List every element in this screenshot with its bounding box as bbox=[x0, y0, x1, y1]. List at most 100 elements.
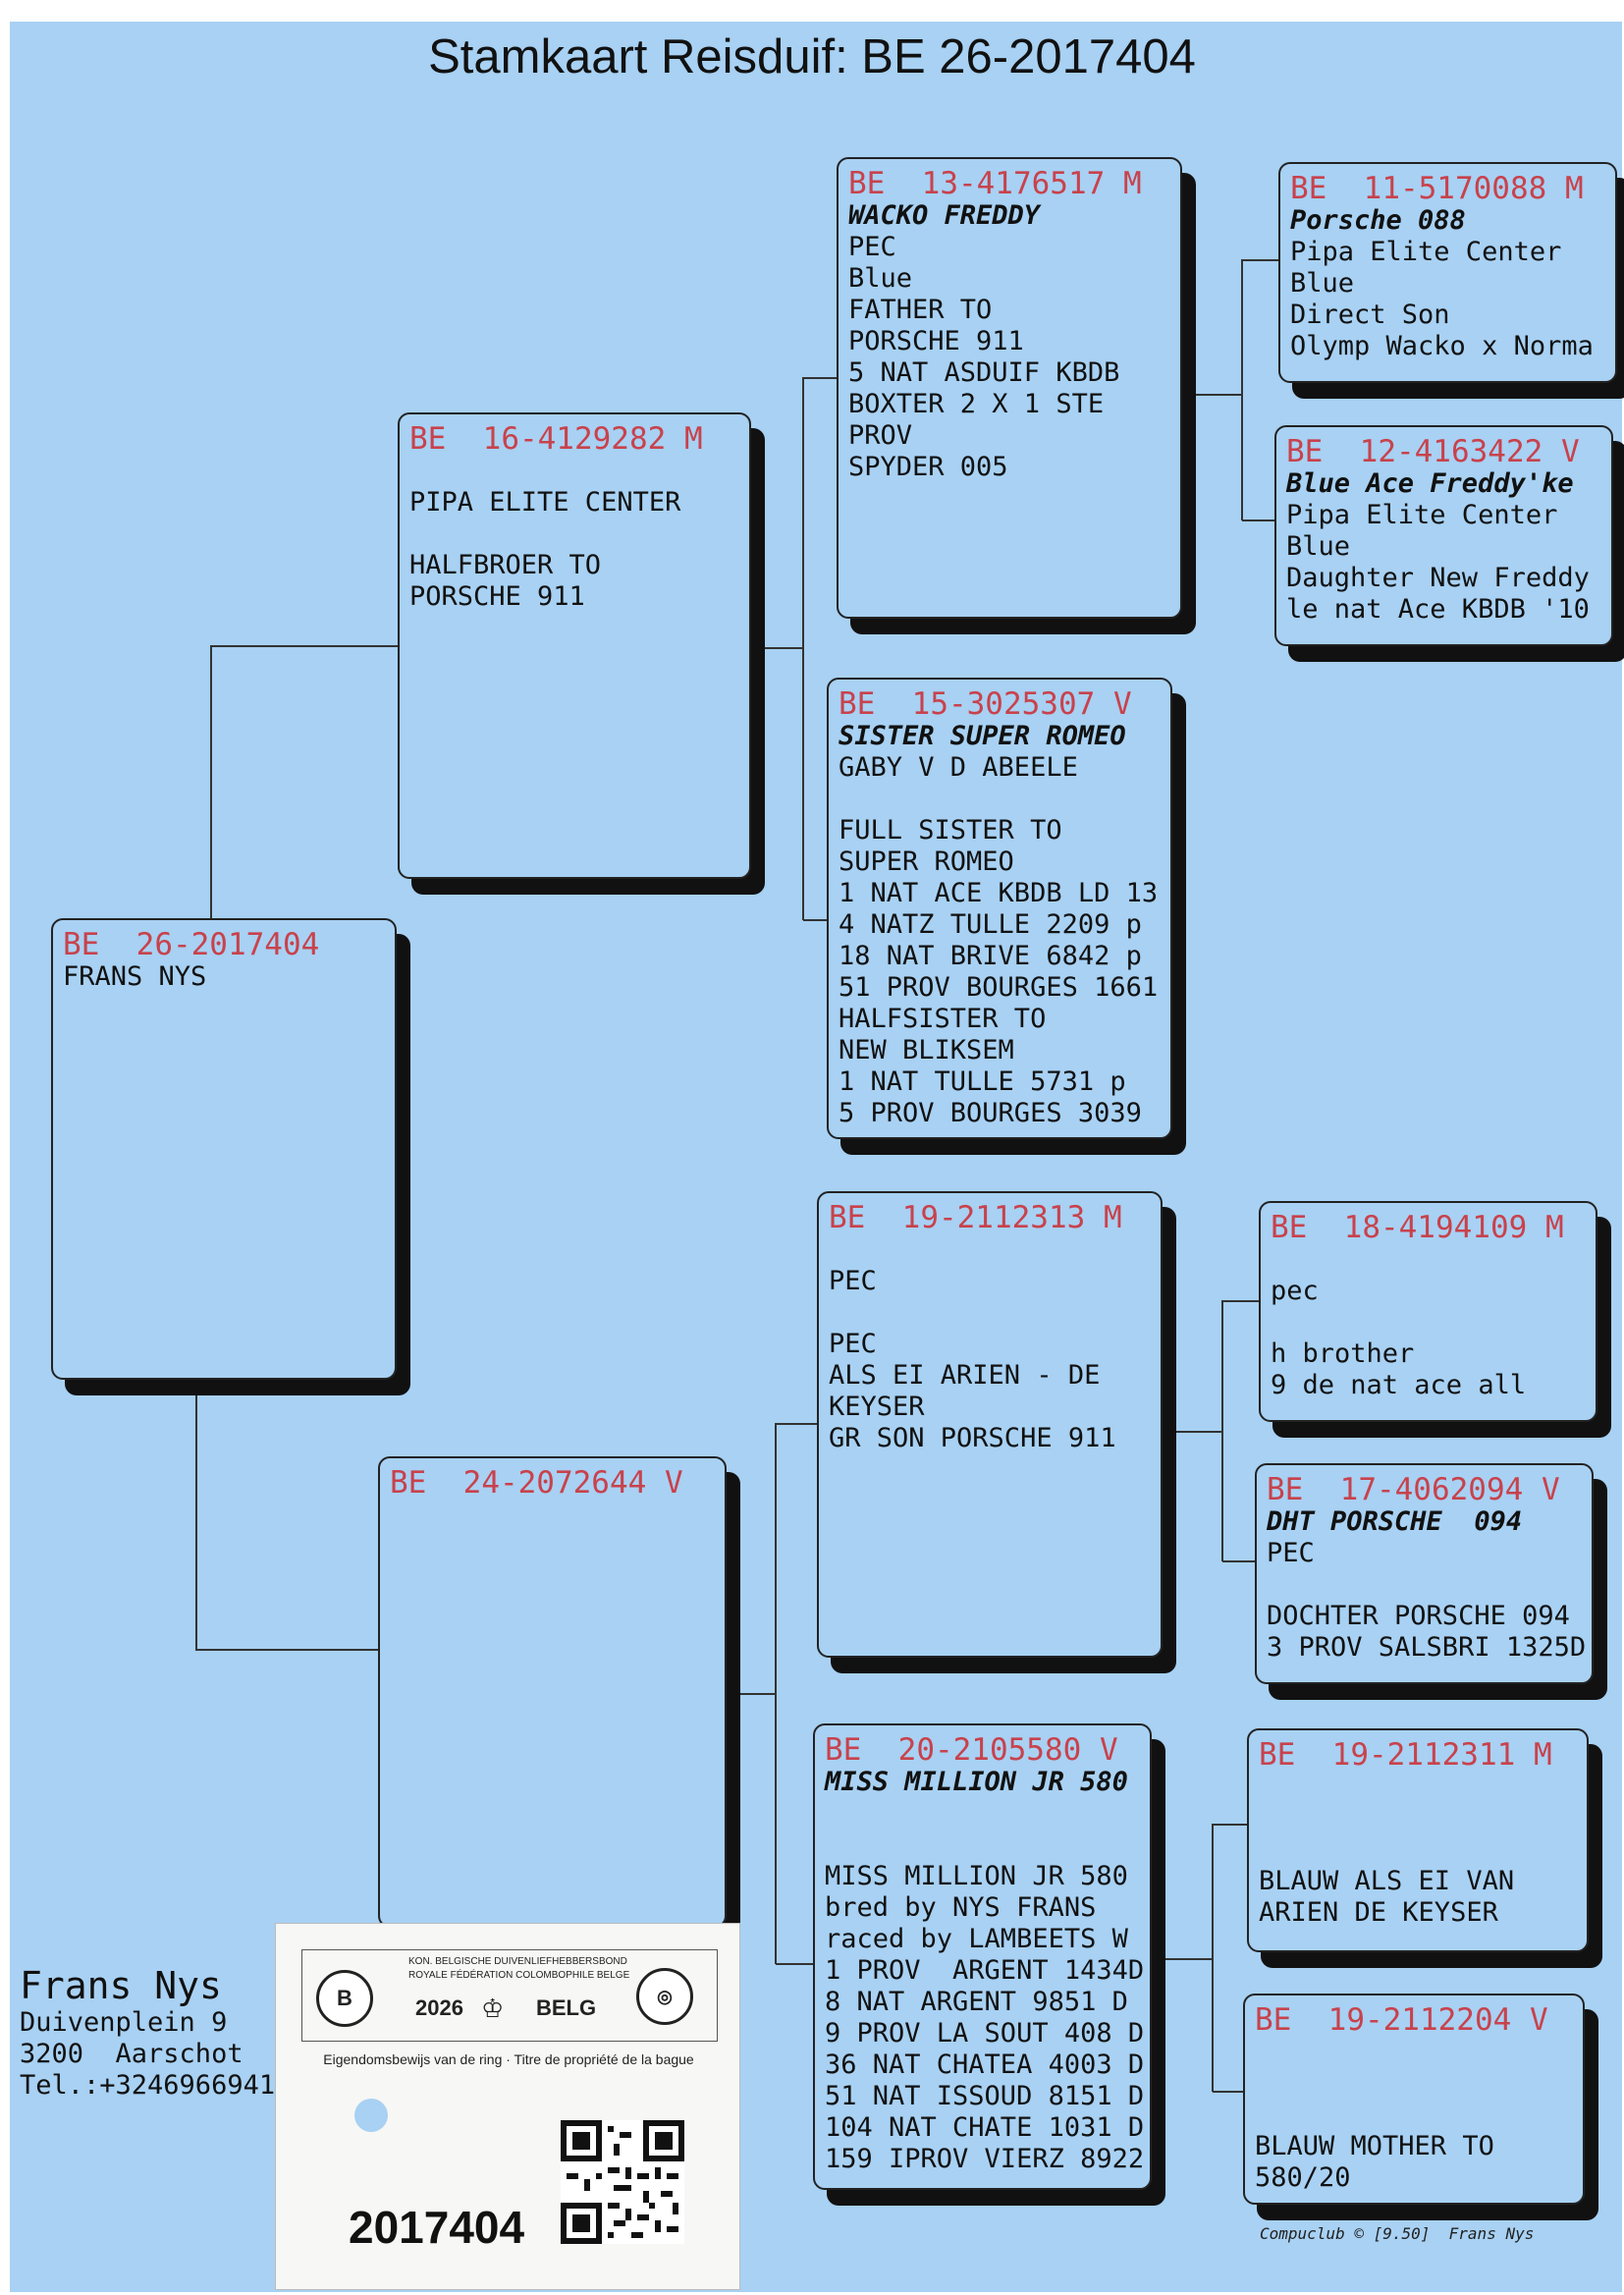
card-line: 159 IPROV VIERZ 8922 bbox=[825, 2144, 1145, 2174]
card-lines: pec h brother 9 de nat ace all bbox=[1271, 1244, 1586, 1401]
card-line: le nat Ace KBDB '10 bbox=[1286, 594, 1590, 625]
pedigree-card-ss-dam[interactable]: BE 12-4163422 V Blue Ace Freddy'ke Pipa … bbox=[1274, 425, 1613, 646]
card-line: h brother bbox=[1271, 1339, 1415, 1369]
card-line bbox=[1259, 1803, 1577, 1834]
card-line: PEC bbox=[848, 232, 896, 262]
card-line: 1 NAT ACE KBDB LD 13 bbox=[839, 878, 1159, 908]
pedigree-card-dam-dam[interactable]: BE 20-2105580 V MISS MILLION JR 580 MISS… bbox=[813, 1723, 1152, 2190]
card-line: Pipa Elite Center bbox=[1286, 500, 1558, 530]
card-line: FULL SISTER TO bbox=[839, 815, 1062, 846]
pedigree-card-dam[interactable]: BE 24-2072644 V bbox=[378, 1456, 727, 1928]
ring-number: BE 12-4163422 V bbox=[1286, 434, 1580, 469]
card-line bbox=[1259, 1772, 1577, 1803]
certificate-header: B KON. BELGISCHE DUIVENLIEFHEBBERSBOND R… bbox=[301, 1949, 718, 2042]
ring-number: BE 13-4176517 M bbox=[848, 166, 1142, 201]
card-line bbox=[1255, 2068, 1573, 2100]
card-line bbox=[1267, 1569, 1582, 1601]
card-lines: FRANS NYS bbox=[63, 961, 385, 993]
card-line bbox=[1255, 2100, 1573, 2131]
card-line bbox=[839, 784, 1161, 815]
pigeon-name: WACKO FREDDY bbox=[848, 200, 1041, 231]
pedigree-card-dam-sire[interactable]: BE 19-2112313 M PEC PEC ALS EI ARIEN - D… bbox=[817, 1191, 1163, 1658]
pedigree-card-dd-sire[interactable]: BE 19-2112311 M BLAUW ALS EI VAN ARIEN D… bbox=[1247, 1728, 1589, 1952]
card-line: GABY V D ABEELE bbox=[839, 752, 1078, 783]
pigeon-name: MISS MILLION JR 580 bbox=[825, 1767, 1128, 1797]
certificate-property-title: Eigendomsbewijs van de ring · Titre de p… bbox=[323, 2051, 694, 2067]
card-lines: Pipa Elite Center Blue Daughter New Fred… bbox=[1286, 500, 1601, 626]
card-line: 1 NAT TULLE 5731 p bbox=[839, 1066, 1126, 1097]
card-line: 5 PROV BOURGES 3039 bbox=[839, 1098, 1142, 1128]
card-line: Daughter New Freddy bbox=[1286, 563, 1590, 593]
card-line: DOCHTER PORSCHE 094 bbox=[1267, 1601, 1570, 1631]
ring-number: BE 20-2105580 V bbox=[825, 1732, 1118, 1768]
pedigree-card-dd-dam[interactable]: BE 19-2112204 V BLAUW MOTHER TO 580/20 bbox=[1243, 1994, 1585, 2205]
ring-number: BE 24-2072644 V bbox=[390, 1465, 683, 1501]
ring-number: BE 16-4129282 M bbox=[409, 421, 703, 457]
ring-number: BE 19-2112313 M bbox=[829, 1200, 1122, 1235]
pedigree-card-sire-dam[interactable]: BE 15-3025307 V SISTER SUPER ROMEO GABY … bbox=[827, 678, 1172, 1139]
ring-number: BE 19-2112311 M bbox=[1259, 1737, 1552, 1773]
pedigree-card-sire[interactable]: BE 16-4129282 M PIPA ELITE CENTER HALFBR… bbox=[398, 412, 751, 879]
card-line bbox=[1271, 1244, 1586, 1276]
pigeon-name: DHT PORSCHE 094 bbox=[1267, 1506, 1523, 1537]
connector-sire-parents bbox=[751, 377, 837, 649]
card-line: 3 PROV SALSBRI 1325D bbox=[1267, 1632, 1587, 1663]
card-line: BLAUW ALS EI VAN bbox=[1259, 1866, 1515, 1896]
card-line: PORSCHE 911 bbox=[409, 581, 585, 612]
card-line: 580/20 bbox=[1255, 2162, 1351, 2193]
card-line: 4 NATZ TULLE 2209 p bbox=[839, 909, 1142, 940]
card-line: 51 PROV BOURGES 1661 bbox=[839, 972, 1159, 1003]
ring-number: BE 26-2017404 bbox=[63, 927, 320, 962]
card-line: Olymp Wacko x Norma bbox=[1290, 331, 1594, 361]
card-lines: BLAUW ALS EI VAN ARIEN DE KEYSER bbox=[1259, 1772, 1577, 1929]
owner-name: Frans Nys bbox=[20, 1964, 222, 2007]
pedigree-card-subject[interactable]: BE 26-2017404 FRANS NYS bbox=[51, 918, 397, 1380]
pedigree-card-ds-sire[interactable]: BE 18-4194109 M pec h brother 9 de nat a… bbox=[1259, 1201, 1597, 1422]
globe-pigeon-icon: ◎ bbox=[636, 1968, 693, 2025]
federation-name-nl: KON. BELGISCHE DUIVENLIEFHEBBERSBOND bbox=[408, 1956, 627, 1967]
ring-number: BE 15-3025307 V bbox=[839, 686, 1132, 722]
pedigree-card-ss-sire[interactable]: BE 11-5170088 M Porsche 088 Pipa Elite C… bbox=[1278, 162, 1617, 383]
qr-code-icon bbox=[561, 2120, 684, 2244]
card-line: SUPER ROMEO bbox=[839, 847, 1014, 877]
card-line: FATHER TO bbox=[848, 295, 993, 325]
card-line: bred by NYS FRANS bbox=[825, 1892, 1097, 1923]
card-line: MISS MILLION JR 580 bbox=[825, 1861, 1128, 1891]
connector-ss-parents bbox=[1194, 259, 1278, 396]
card-line: PEC bbox=[1267, 1538, 1315, 1568]
card-line: ARIEN DE KEYSER bbox=[1259, 1897, 1498, 1928]
card-line: pec bbox=[1271, 1276, 1319, 1306]
owner-street: Duivenplein 9 bbox=[20, 2007, 228, 2038]
card-lines: BLAUW MOTHER TO 580/20 bbox=[1255, 2037, 1573, 2194]
card-lines: PIPA ELITE CENTER HALFBROER TO PORSCHE 9… bbox=[409, 456, 739, 613]
card-line bbox=[1255, 2037, 1573, 2068]
card-line: Blue bbox=[848, 263, 913, 294]
card-line: NEW BLIKSEM bbox=[839, 1035, 1014, 1066]
card-line: PEC bbox=[829, 1266, 877, 1296]
ring-number: BE 17-4062094 V bbox=[1267, 1472, 1560, 1507]
card-line: Blue bbox=[1286, 531, 1351, 562]
pigeon-name: Blue Ace Freddy'ke bbox=[1286, 468, 1574, 499]
federation-crest-icon: B bbox=[316, 1970, 373, 2027]
pigeon-name: Porsche 088 bbox=[1290, 205, 1466, 236]
owner-address: Frans Nys Duivenplein 9 3200 Aarschot Te… bbox=[20, 1964, 291, 2102]
pigeon-name: SISTER SUPER ROMEO bbox=[839, 721, 1126, 751]
card-line bbox=[829, 1234, 1151, 1266]
card-line: PORSCHE 911 bbox=[848, 326, 1024, 356]
card-line bbox=[829, 1297, 1151, 1329]
card-line bbox=[825, 1830, 1140, 1861]
card-line: BOXTER 2 X 1 STE bbox=[848, 389, 1105, 419]
certificate-year: 2026 bbox=[415, 1995, 463, 2020]
card-lines: PEC PEC ALS EI ARIEN - DE KEYSER GR SON … bbox=[829, 1234, 1151, 1454]
owner-phone: Tel.:+32469669415 bbox=[20, 2070, 292, 2101]
card-line: 9 de nat ace all bbox=[1271, 1370, 1527, 1400]
pedigree-card-sire-sire[interactable]: BE 13-4176517 M WACKO FREDDY PEC Blue FA… bbox=[837, 157, 1182, 619]
software-footer: Compuclub © [9.50] Frans Nys bbox=[1260, 2224, 1535, 2243]
connector-dd-parents bbox=[1155, 1824, 1247, 1960]
card-line: 18 NAT BRIVE 6842 p bbox=[839, 941, 1142, 971]
card-line: Direct Son bbox=[1290, 300, 1450, 330]
connector-subject-sire bbox=[210, 645, 398, 918]
page-title: Stamkaart Reisduif: BE 26-2017404 bbox=[428, 30, 1196, 83]
pedigree-card-ds-dam[interactable]: BE 17-4062094 V DHT PORSCHE 094 PEC DOCH… bbox=[1255, 1463, 1594, 1684]
